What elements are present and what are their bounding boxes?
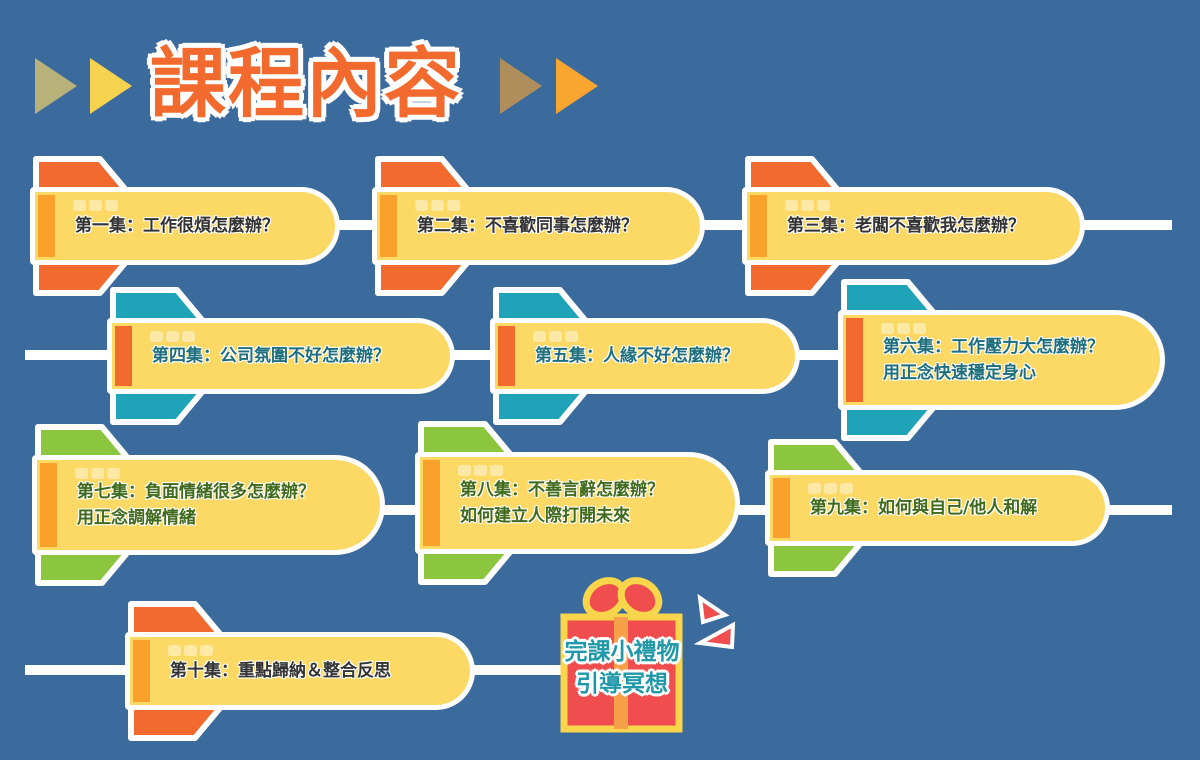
gift-label: 完課小禮物 引導冥想 xyxy=(548,636,696,700)
rocket-stripe xyxy=(38,195,55,257)
episode-title: 第五集：人緣不好怎麼辦？ xyxy=(535,323,739,389)
window-dot xyxy=(150,331,163,342)
window-dot xyxy=(105,200,118,211)
rocket-body: 第一集：工作很煩怎麼辦？ xyxy=(30,187,340,265)
rocket-body: 第四集：公司氛圍不好怎麼辦？ xyxy=(107,318,455,394)
episode-title: 第八集：不善言辭怎麼辦？ 如何建立人際打開未來 xyxy=(460,457,664,549)
episode-line: 第三集：老闆不喜歡我怎麼辦？ xyxy=(787,216,1025,236)
rocket-stripe xyxy=(750,195,767,257)
rocket-body: 第二集：不喜歡同事怎麼辦？ xyxy=(372,187,705,265)
window-dot xyxy=(533,331,546,342)
episode-title: 第九集：如何與自己/他人和解 xyxy=(810,475,1037,541)
rocket-body: 第五集：人緣不好怎麼辦？ xyxy=(490,318,800,394)
rocket-stripe xyxy=(40,463,57,547)
window-dot xyxy=(824,483,837,494)
window-dot xyxy=(565,331,578,342)
window-dot xyxy=(168,645,181,656)
rocket-stripe xyxy=(115,326,132,386)
episode-rocket-7: 第七集：負面情緒很多怎麼辦？ 用正念調解情緒 xyxy=(32,424,385,586)
episode-title: 第四集：公司氛圍不好怎麼辦？ xyxy=(152,323,390,389)
window-dot xyxy=(107,468,120,479)
arrow-icon xyxy=(500,58,542,114)
rocket-body: 第八集：不善言辭怎麼辦？ 如何建立人際打開未來 xyxy=(415,452,740,554)
episode-rocket-10: 第十集：重點歸納＆整合反思 xyxy=(125,601,475,741)
window-dot xyxy=(447,200,460,211)
rocket-body: 第十集：重點歸納＆整合反思 xyxy=(125,632,475,710)
window-dot xyxy=(808,483,821,494)
rocket-fins-icon xyxy=(493,287,593,425)
episode-rocket-4: 第四集：公司氛圍不好怎麼辦？ xyxy=(107,287,455,425)
episode-line: 用正念調解情緒 xyxy=(77,508,196,528)
window-dot xyxy=(913,323,926,334)
window-dot xyxy=(166,331,179,342)
rocket-stripe xyxy=(498,326,515,386)
gift-line-2: 引導冥想 xyxy=(576,671,668,697)
window-dot xyxy=(801,200,814,211)
episode-rocket-3: 第三集：老闆不喜歡我怎麼辦？ xyxy=(742,156,1085,296)
episode-line: 第八集：不善言辭怎麼辦？ xyxy=(460,480,664,500)
rocket-stripe xyxy=(846,318,863,402)
episode-rocket-5: 第五集：人緣不好怎麼辦？ xyxy=(490,287,800,425)
rocket-stripe xyxy=(773,478,790,538)
episode-rocket-2: 第二集：不喜歡同事怎麼辦？ xyxy=(372,156,705,296)
window-dot xyxy=(490,465,503,476)
window-dot xyxy=(200,645,213,656)
episode-rocket-1: 第一集：工作很煩怎麼辦？ xyxy=(30,156,340,296)
window-dot xyxy=(840,483,853,494)
rocket-fins-icon xyxy=(418,421,518,585)
episode-line: 第七集：負面情緒很多怎麼辦？ xyxy=(77,482,315,502)
rocket-body: 第六集：工作壓力大怎麼辦？ 用正念快速穩定身心 xyxy=(838,310,1165,410)
window-dot xyxy=(415,200,428,211)
episode-rocket-8: 第八集：不善言辭怎麼辦？ 如何建立人際打開未來 xyxy=(415,421,740,585)
window-dot xyxy=(785,200,798,211)
window-dot xyxy=(817,200,830,211)
window-dot xyxy=(549,331,562,342)
episode-rocket-9: 第九集：如何與自己/他人和解 xyxy=(765,439,1110,577)
gift-line-1: 完課小禮物 xyxy=(564,639,680,665)
arrow-icon xyxy=(35,58,77,114)
episode-title: 第十集：重點歸納＆整合反思 xyxy=(170,637,391,705)
episode-title: 第一集：工作很煩怎麼辦？ xyxy=(75,192,279,260)
episode-title: 第七集：負面情緒很多怎麼辦？ 用正念調解情緒 xyxy=(77,460,315,550)
page-title: 課程內容 xyxy=(150,39,462,128)
window-dot xyxy=(474,465,487,476)
episode-title: 第二集：不喜歡同事怎麼辦？ xyxy=(417,192,638,260)
episode-line: 用正念快速穩定身心 xyxy=(883,363,1036,383)
rocket-body: 第三集：老闆不喜歡我怎麼辦？ xyxy=(742,187,1085,265)
window-dot xyxy=(431,200,444,211)
rocket-fins-icon xyxy=(110,287,210,425)
window-dot xyxy=(881,323,894,334)
episode-line: 第一集：工作很煩怎麼辦？ xyxy=(75,216,279,236)
episode-line: 如何建立人際打開未來 xyxy=(460,506,630,526)
window-dot xyxy=(182,331,195,342)
arrow-icon xyxy=(90,58,132,114)
episode-line: 第五集：人緣不好怎麼辦？ xyxy=(535,346,739,366)
window-dot xyxy=(73,200,86,211)
episode-title: 第六集：工作壓力大怎麼辦？ 用正念快速穩定身心 xyxy=(883,315,1104,405)
window-dot xyxy=(75,468,88,479)
rocket-body: 第七集：負面情緒很多怎麼辦？ 用正念調解情緒 xyxy=(32,455,385,555)
arrow-icon xyxy=(556,58,598,114)
rocket-fins-icon xyxy=(375,156,475,296)
rocket-body: 第九集：如何與自己/他人和解 xyxy=(765,470,1110,546)
rocket-stripe xyxy=(133,640,150,702)
episode-line: 第十集：重點歸納＆整合反思 xyxy=(170,661,391,681)
episode-rocket-6: 第六集：工作壓力大怎麼辦？ 用正念快速穩定身心 xyxy=(838,279,1165,441)
window-dot xyxy=(184,645,197,656)
episode-line: 第四集：公司氛圍不好怎麼辦？ xyxy=(152,346,390,366)
window-dot xyxy=(91,468,104,479)
rocket-stripe xyxy=(423,460,440,546)
window-dot xyxy=(897,323,910,334)
episode-title: 第三集：老闆不喜歡我怎麼辦？ xyxy=(787,192,1025,260)
episode-line: 第九集：如何與自己/他人和解 xyxy=(810,498,1038,518)
episode-line: 第二集：不喜歡同事怎麼辦？ xyxy=(417,216,638,236)
episode-line: 第六集：工作壓力大怎麼辦？ xyxy=(883,337,1104,357)
window-dot xyxy=(458,465,471,476)
rocket-stripe xyxy=(380,195,397,257)
window-dot xyxy=(89,200,102,211)
